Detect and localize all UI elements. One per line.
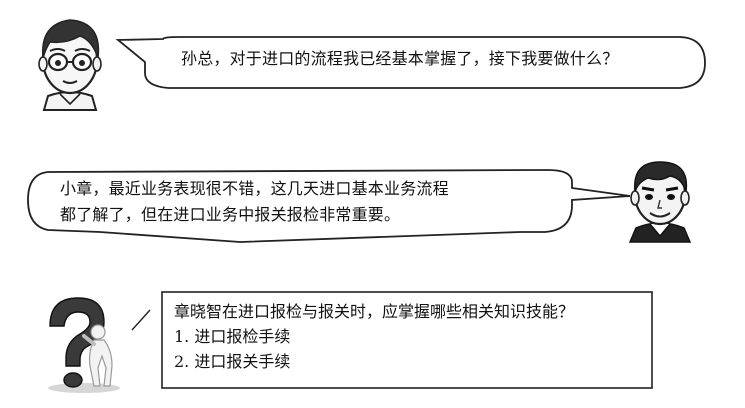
list-item: 1. 进口报检手续 <box>174 327 291 346</box>
speech-text-manager-line-1: 小章，最近业务表现很不错，这几天进口基本业务流程 <box>60 179 449 198</box>
speech-text-student: 孙总，对于进口的流程我已经基本掌握了，接下我要做什么？ <box>181 49 619 68</box>
pointer-line <box>131 309 151 331</box>
speech-bubble-student <box>115 36 706 89</box>
question-mark-figure-icon <box>48 297 120 393</box>
question-text: 章晓智在进口报检与报关时，应掌握哪些相关知识技能？ <box>174 302 575 321</box>
student-with-glasses-icon <box>38 19 102 111</box>
manager-face-icon <box>628 161 692 243</box>
speech-bubble-manager <box>27 169 631 243</box>
question-box <box>161 291 653 389</box>
speech-text-manager-line-2: 都了解了，但在进口业务中报关报检非常重要。 <box>60 205 401 224</box>
list-item: 2. 进口报关手续 <box>174 352 291 371</box>
